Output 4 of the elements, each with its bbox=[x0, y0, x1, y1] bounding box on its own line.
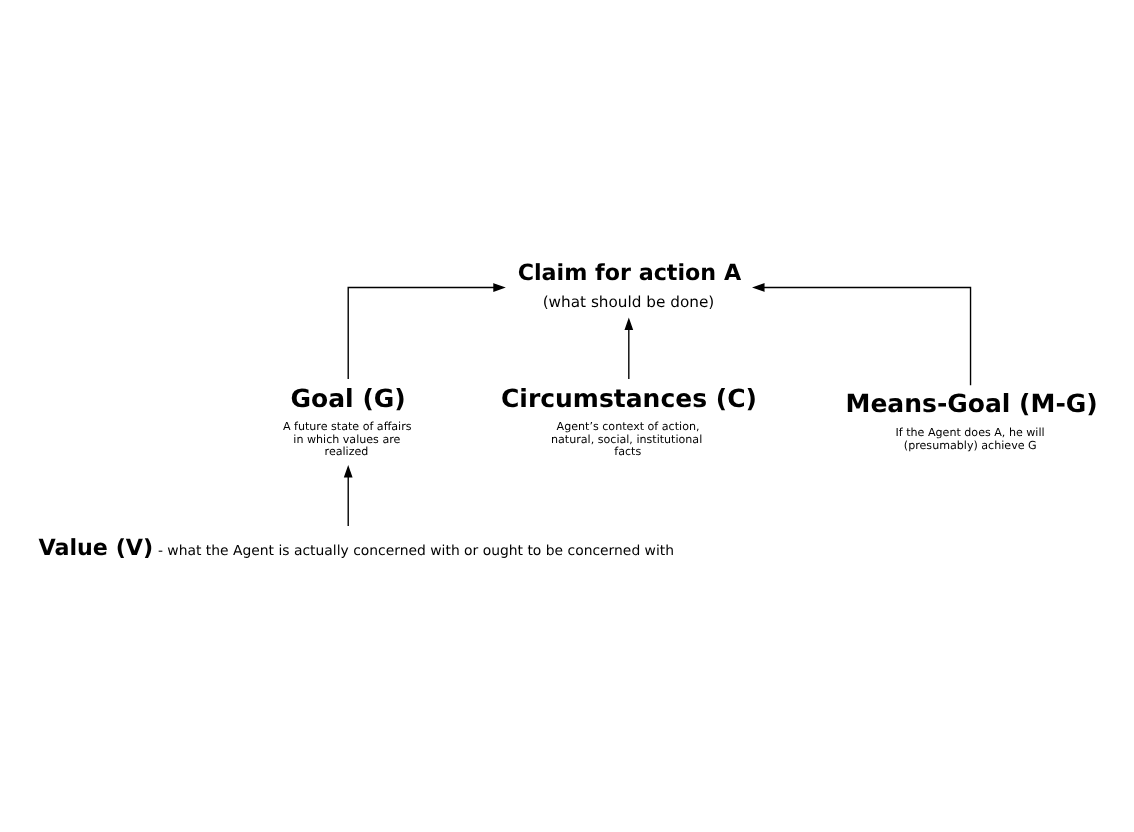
arrow bbox=[752, 283, 972, 386]
arrow bbox=[347, 283, 506, 380]
arrow bbox=[624, 317, 634, 380]
arrow bbox=[343, 464, 353, 527]
